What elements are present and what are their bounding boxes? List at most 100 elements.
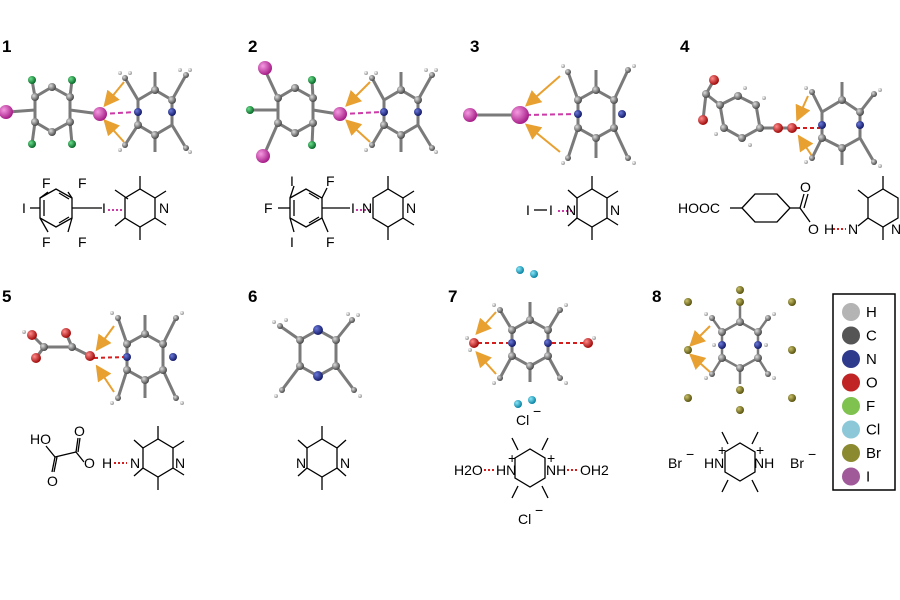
panel-2-label-f-left: F: [264, 200, 273, 216]
panel-6-label-n-left: N: [296, 455, 306, 471]
panel-7-label-nh: NH: [546, 462, 566, 478]
panel-5-arrow-top: [95, 325, 115, 352]
panel-8-arrow-bottom: [689, 353, 711, 373]
panel-7-atoms: [465, 266, 596, 408]
panel-8-label-hn: HN: [704, 455, 724, 471]
panel-2-label-n-right: N: [406, 200, 416, 216]
legend-swatch-i: [842, 467, 860, 486]
panel-2-label-i-right: I: [351, 200, 355, 216]
panel-8-atoms: [684, 286, 796, 414]
legend-item-o: O: [842, 373, 878, 392]
panel-number-3: 3: [470, 37, 479, 56]
legend-label-h: H: [866, 304, 877, 321]
panel-5-hydrogen-bond: [93, 356, 126, 359]
panel-2: I F F I F I N N: [246, 61, 438, 250]
legend-swatch-cl: [842, 420, 860, 439]
panel-number-8: 8: [652, 287, 661, 306]
panel-1-label-i-left: I: [22, 200, 26, 216]
panel-1-atoms: [0, 68, 192, 154]
legend-item-i: I: [842, 467, 870, 486]
panel-5-label-h: H: [102, 455, 112, 471]
legend-label-br: Br: [866, 445, 881, 462]
panel-2-label-i-top: I: [290, 173, 294, 189]
legend-swatch-c: [842, 326, 860, 345]
panel-5-label-n-right: N: [175, 455, 185, 471]
panel-4-label-o-bottom: O: [808, 221, 819, 237]
legend-frame: [832, 293, 896, 491]
panel-number-4: 4: [680, 37, 690, 56]
panel-2-label-i-bottom: I: [290, 234, 294, 250]
panel-7-label-hn: HN: [496, 462, 516, 478]
panel-7-label-oh2: OH2: [580, 462, 609, 478]
panel-6-formula: N N: [296, 426, 350, 490]
panel-1-label-f-topleft: F: [42, 175, 51, 191]
legend-label-i: I: [866, 469, 870, 486]
panel-1-arrow-bottom: [103, 119, 125, 143]
legend-item-c: C: [842, 326, 877, 345]
panel-2-label-f-bottom: F: [326, 234, 335, 250]
legend-label-cl: Cl: [866, 422, 880, 439]
panel-5-formula: HO O O O H N N: [30, 423, 185, 490]
panel-1-label-f-bottomright: F: [78, 234, 87, 250]
panel-4: HOOC O O H N N: [678, 75, 900, 240]
panel-1-halogen-bond: [101, 111, 137, 115]
panel-5-label-ho: HO: [30, 431, 51, 447]
panel-3-label-i-2: I: [549, 202, 553, 218]
panel-number-7: 7: [448, 287, 457, 306]
panel-1-formula: F F I I F F N: [22, 175, 169, 250]
legend-label-o: O: [866, 375, 878, 392]
panel-5-arrow-bottom: [95, 364, 115, 393]
panel-number-5: 5: [2, 287, 11, 306]
panel-5-label-o-ester: O: [84, 455, 95, 471]
panel-7-charge-hn: +: [508, 450, 516, 466]
panel-3-arrow-top: [524, 75, 561, 107]
panel-6-atoms: [272, 312, 362, 398]
panel-8-charge-br-right: −: [808, 446, 816, 462]
panel-3-label-n-right: N: [610, 202, 620, 218]
legend-swatch-o: [842, 373, 860, 392]
panel-3-arrow-bottom: [524, 123, 561, 153]
panel-5-label-o-topright: O: [74, 423, 85, 439]
panel-7-arrow-top: [475, 311, 497, 335]
panel-2-halogen-bond: [341, 111, 383, 115]
panel-2-atoms: [246, 61, 438, 163]
panel-3-halogen-bond: [525, 113, 577, 116]
panel-7-charge-nh: +: [547, 450, 555, 466]
panel-3-label-i-1: I: [526, 202, 530, 218]
panel-2-formula: I F F I F I N N: [264, 173, 416, 250]
panel-number-6: 6: [248, 287, 257, 306]
panel-2-arrow-bottom: [345, 119, 371, 143]
panel-numbers: 1 2 3 4 5 6 7 8: [2, 37, 690, 306]
legend-label-c: C: [866, 328, 877, 345]
panel-8-formula: Br − HN + NH + Br −: [668, 431, 816, 493]
legend-item-h: H: [842, 303, 877, 321]
panel-1-label-f-bottomleft: F: [42, 234, 51, 250]
panel-8-arrow-top: [689, 325, 711, 347]
panel-7-label-h2o: H2O: [454, 462, 483, 478]
panel-6: N N: [272, 312, 362, 490]
panel-2-arrow-top: [345, 81, 371, 107]
panel-1-arrow-top: [103, 81, 125, 108]
legend-item-f: F: [842, 397, 875, 415]
legend-item-n: N: [842, 350, 877, 368]
panel-7: Cl − H2O HN + NH + OH2 Cl −: [454, 266, 609, 527]
panel-3: I I N N: [463, 64, 636, 240]
panel-4-arrow-top: [795, 95, 811, 122]
panel-4-label-h: H: [824, 221, 834, 237]
panel-4-label-n-left: N: [848, 221, 858, 237]
panel-5: HO O O O H N N: [22, 311, 185, 490]
panel-2-label-n-left: N: [362, 200, 372, 216]
panel-3-formula: I I N N: [526, 176, 620, 240]
panel-number-2: 2: [248, 37, 257, 56]
panel-8-label-nh: NH: [754, 455, 774, 471]
panel-4-atoms: [698, 75, 882, 168]
panel-7-arrow-bottom: [475, 351, 497, 375]
panel-1-label-n: N: [159, 200, 169, 216]
legend-label-f: F: [866, 398, 875, 415]
panel-3-label-n-left: N: [566, 202, 576, 218]
panel-5-atoms: [22, 311, 184, 405]
panel-8-charge-nh: +: [756, 442, 764, 458]
panel-2-label-f-top: F: [326, 173, 335, 189]
